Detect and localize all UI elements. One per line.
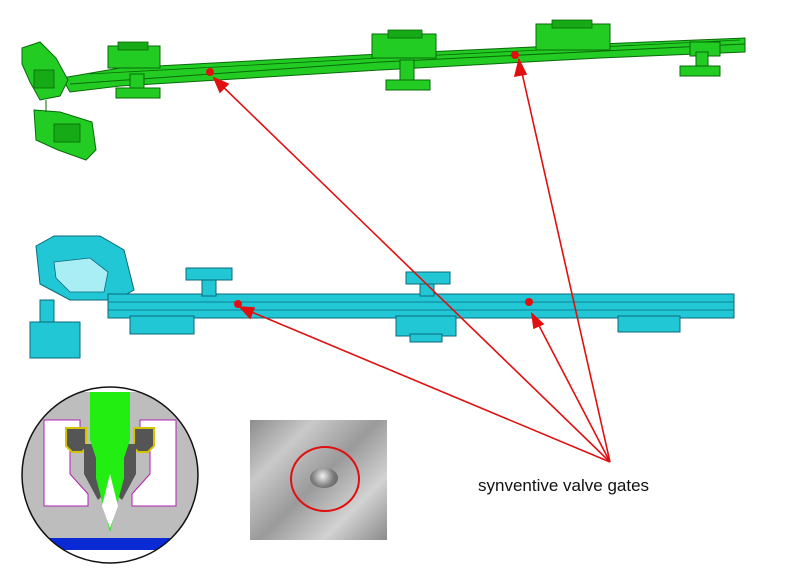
gate-arrows — [212, 57, 611, 463]
gate-vestige — [310, 468, 338, 488]
nozzle-cross-section — [21, 386, 199, 564]
gate-marker-bottom-1 — [234, 300, 242, 308]
nozzle-channel — [90, 392, 130, 532]
arrowhead — [530, 311, 545, 330]
arrow-to-bottom-gate-1 — [241, 307, 611, 463]
gate-markers — [206, 51, 533, 308]
valve-gates-label: synventive valve gates — [478, 476, 650, 495]
arrow-to-top-gate-2 — [519, 63, 611, 463]
highlight-circle — [290, 446, 360, 512]
gate-marker-bottom-2 — [525, 298, 533, 306]
arrow-to-bottom-gate-2 — [533, 315, 611, 463]
gate-marker-top-2 — [511, 51, 519, 59]
nozzle-base — [22, 538, 198, 550]
gate-vestige-photo — [250, 420, 387, 540]
top-green-part — [21, 19, 746, 161]
gate-marker-top-1 — [206, 68, 214, 76]
bottom-cyan-part — [29, 235, 735, 359]
arrow-to-top-gate-1 — [215, 79, 611, 463]
arrowhead — [513, 57, 528, 78]
arrowhead — [212, 76, 230, 94]
arrowhead — [238, 306, 256, 320]
